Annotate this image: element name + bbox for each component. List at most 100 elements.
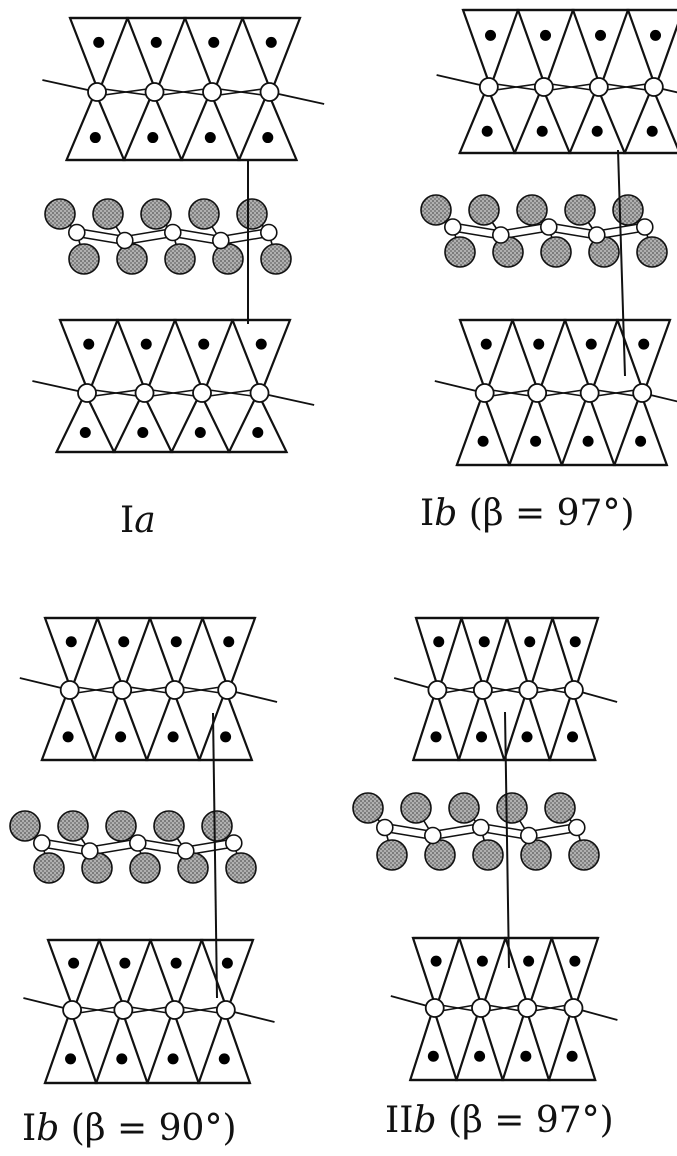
bond-line [86,388,145,398]
cation-dot [520,1050,532,1062]
open-atom [579,383,600,403]
cation-dot [582,435,594,447]
open-atom [587,226,606,244]
open-atom [427,680,448,700]
open-atom [491,226,510,244]
shaded-atom [92,198,124,230]
tetrahedron-up [237,89,299,162]
bond-line [144,388,203,398]
shaded-atom [520,839,552,871]
tetrahedron-down [183,16,245,96]
cation-dot [585,338,597,350]
cation-dot [170,957,182,969]
tetrahedron-up [54,390,116,454]
open-atom [563,998,584,1018]
tetrahedron-up [145,1006,201,1085]
open-atom [164,680,185,700]
tetrahedron-down [200,938,255,1014]
cation-dot [485,29,496,41]
cation-dot [262,132,274,144]
shaded-atom [57,810,89,842]
tetrahedron-down [240,16,302,96]
shaded-atom [472,839,504,871]
shaded-atom [164,243,196,275]
open-atom [215,1000,236,1020]
shaded-atom [636,236,668,268]
cation-dot [430,955,442,967]
cation-dot [533,338,545,350]
open-atom [375,818,394,837]
shaded-atom [140,198,172,230]
cation-dot [65,636,77,648]
open-atom [68,223,86,242]
tetrahedron-down [148,616,205,694]
open-atom [116,231,134,250]
open-atom [202,82,222,102]
shaded-atom [444,236,476,268]
open-atom [87,82,107,102]
open-atom [259,82,280,102]
tetrahedron-down [550,936,600,1012]
cation-dot [481,125,493,137]
cation-dot [150,36,162,48]
open-atom [519,826,538,845]
cation-dot [523,955,535,967]
shaded-atom [188,198,220,230]
tetrahedron-down [461,8,520,91]
tetrahedron-down [503,936,554,1012]
stacking-vector-line [212,712,218,999]
tetrahedron-up [197,1006,252,1085]
cation-dot [635,435,647,447]
open-atom [192,383,212,403]
open-atom [563,680,584,700]
cation-dot [252,427,264,439]
open-atom [62,1000,82,1020]
cation-dot [198,338,210,350]
shaded-atom [420,194,452,226]
shaded-atom [352,792,384,824]
tetrahedron-up [122,89,184,162]
cation-dot [521,731,533,743]
panel-label-ib-90: Ib (β = 90°) [22,1108,237,1149]
tetrahedron-up [40,686,96,762]
panel-label-iib-97: IIb (β = 97°) [385,1100,614,1141]
tetrahedron-down [615,318,672,397]
open-atom [539,218,558,236]
open-atom [59,680,80,700]
bond-line [211,87,270,97]
open-atom [423,826,442,845]
stacking-vector-line [504,711,510,969]
tetrahedron-up [112,390,174,454]
cation-dot [118,636,130,648]
tetrahedron-up [411,686,461,762]
shaded-atom [540,236,572,268]
shaded-atom [564,194,596,226]
tetrahedron-down [563,318,620,397]
cation-dot [477,435,489,447]
shaded-atom [544,792,576,824]
open-atom [77,383,97,403]
tetrahedral-layer [390,936,618,1082]
open-atom [134,383,155,403]
panel-label-ia: Ia [120,500,156,541]
tetrahedron-up [458,84,517,155]
tetrahedron-down [46,938,101,1014]
tetrahedron-up [454,1004,505,1082]
cation-dot [591,125,603,137]
open-atom [533,77,554,97]
shaded-atom [260,243,292,275]
tetrahedral-layer [19,616,278,762]
tetrahedron-down [458,318,515,397]
tetrahedron-down [457,936,508,1012]
cation-dot [566,1050,578,1062]
shaded-atom [516,194,548,226]
cation-dot [220,731,232,743]
open-atom [527,383,548,403]
interlayer-chain [44,198,292,275]
shaded-atom [44,198,76,230]
tetrahedron-up [568,84,627,155]
shaded-atom [424,839,456,871]
open-atom [643,77,664,97]
tetrahedron-down [43,616,100,694]
tetrahedron-down [115,318,177,397]
